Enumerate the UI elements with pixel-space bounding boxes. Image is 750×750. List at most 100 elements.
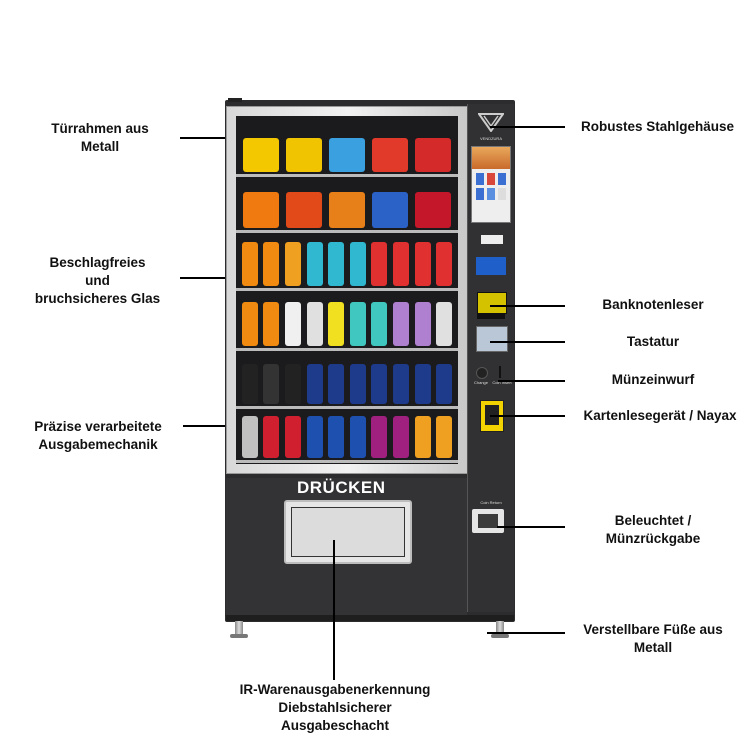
shelf <box>236 174 458 177</box>
product-item <box>306 242 323 286</box>
push-label: DRÜCKEN <box>297 478 386 497</box>
product-item <box>414 302 431 346</box>
bill-slot <box>477 314 505 319</box>
product-item <box>372 138 408 172</box>
product-item <box>284 416 301 458</box>
product-item <box>263 242 280 286</box>
product-item <box>241 242 258 286</box>
product-item <box>328 302 345 346</box>
product-item <box>393 242 410 286</box>
product-item <box>414 364 431 404</box>
shelf <box>236 230 458 233</box>
brand-logo-icon <box>478 113 504 132</box>
product-item <box>349 416 366 458</box>
pointer-line <box>490 341 565 343</box>
product-item <box>393 364 410 404</box>
shelf <box>236 288 458 291</box>
product-item <box>241 364 258 404</box>
shelf <box>236 406 458 409</box>
screen-products <box>472 169 510 204</box>
product-item <box>349 242 366 286</box>
change-button[interactable] <box>476 367 488 379</box>
product-item <box>415 192 451 228</box>
coin-insert-label: Coin Insert <box>492 380 512 385</box>
pointer-line <box>490 305 565 307</box>
label-glass: Beschlagfreies und bruchsicheres Glas <box>20 254 175 308</box>
product-item <box>284 242 301 286</box>
product-item <box>306 302 323 346</box>
dispensing-flap[interactable] <box>284 500 412 564</box>
product-item <box>436 302 453 346</box>
product-item <box>393 416 410 458</box>
product-item <box>284 364 301 404</box>
foot-pad <box>491 634 509 638</box>
product-item <box>286 192 322 228</box>
label-text: Diebstahlsicherer <box>278 700 392 715</box>
brand-text: VENDZURA <box>479 136 502 141</box>
pointer-line <box>498 380 565 382</box>
coin-slot[interactable] <box>499 366 501 378</box>
product-item <box>241 302 258 346</box>
product-item <box>414 416 431 458</box>
product-item <box>349 302 366 346</box>
foot-pad <box>230 634 248 638</box>
label-text: Beleuchtet / <box>614 513 692 528</box>
product-item <box>436 416 453 458</box>
label-housing: Robustes Stahlgehäuse <box>580 119 735 134</box>
product-item <box>263 416 280 458</box>
base-plate <box>226 615 514 621</box>
product-item <box>393 302 410 346</box>
product-item <box>286 138 322 172</box>
product-item <box>349 364 366 404</box>
label-text: bruchsicheres Glas <box>34 291 161 306</box>
payment-display <box>476 257 506 275</box>
product-item <box>371 242 388 286</box>
keypad[interactable] <box>476 326 508 352</box>
screen-banner <box>472 147 510 169</box>
product-item <box>371 416 388 458</box>
product-item <box>284 302 301 346</box>
coin-return-button[interactable] <box>472 509 504 533</box>
product-item <box>263 364 280 404</box>
bill-reader[interactable] <box>477 292 507 314</box>
product-item <box>415 138 451 172</box>
label-text: Beschlagfreies <box>49 255 146 270</box>
product-item <box>371 302 388 346</box>
pointer-line <box>487 632 565 634</box>
product-item <box>329 138 365 172</box>
product-item <box>306 364 323 404</box>
change-label: Change <box>473 380 488 385</box>
product-item <box>328 242 345 286</box>
label-text: Ausgabeschacht <box>280 718 390 733</box>
pointer-line <box>333 540 335 680</box>
control-panel: VENDZURA Change Coin Insert Coin Return <box>467 104 514 612</box>
coin-return-cup <box>478 514 498 528</box>
product-item <box>306 416 323 458</box>
label-text: Präzise verarbeitete <box>34 419 162 434</box>
coin-return-label: Coin Return <box>480 500 502 505</box>
product-item <box>328 364 345 404</box>
foot-left <box>235 621 243 637</box>
shelf <box>236 348 458 351</box>
pointer-line <box>497 526 565 528</box>
touch-screen[interactable] <box>471 146 511 223</box>
product-item <box>263 302 280 346</box>
label-text: Verstellbare Füße aus <box>583 622 723 637</box>
shelf <box>236 460 458 463</box>
label-mechanism: Präzise verarbeitete Ausgabemechanik <box>18 418 178 454</box>
label-door-frame: Türrahmen aus Metall <box>30 120 170 156</box>
product-item <box>241 416 258 458</box>
glass-window <box>236 116 458 464</box>
label-text: IR-Warenausgabenerkennung <box>239 682 431 697</box>
product-item <box>371 364 388 404</box>
label-coin-return: Beleuchtet / Münzrückgabe <box>578 512 728 548</box>
product-item <box>243 138 279 172</box>
product-item <box>414 242 431 286</box>
foot-right <box>496 621 504 637</box>
label-text: und <box>85 273 110 288</box>
label-text: Ausgabemechanik <box>38 437 158 452</box>
product-item <box>329 192 365 228</box>
label-ir-detection: IR-Warenausgabenerkennung Diebstahlsiche… <box>225 681 445 735</box>
top-latch <box>228 98 242 102</box>
receipt-slot <box>481 235 503 244</box>
